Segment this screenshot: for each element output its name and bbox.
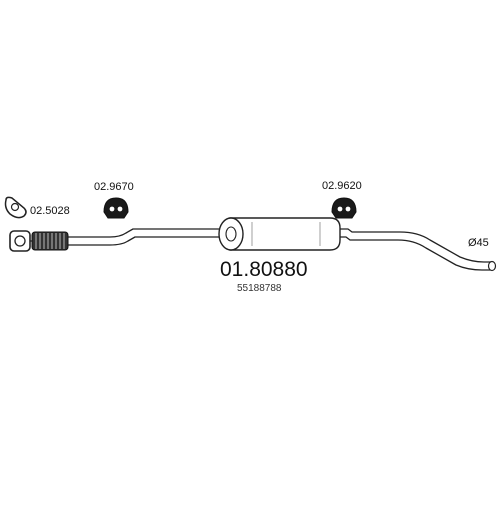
tailpipe-end [487,260,497,272]
diameter-label: Ø45 [468,237,489,249]
gasket-icon [4,196,27,219]
rubber-mount-icon [103,197,129,219]
part-label-mount-front: 02.9670 [94,181,134,193]
part-label-gasket: 02.5028 [30,205,70,217]
front-flange [9,230,33,252]
silencer-body [218,217,341,251]
part-label-mount-rear: 02.9620 [322,180,362,192]
main-part-number: 01.80880 [220,258,308,281]
rubber-mount-icon [331,197,357,219]
exhaust-pipe [66,228,492,271]
oe-reference-number: 55188788 [237,283,282,294]
flex-pipe [31,231,69,251]
